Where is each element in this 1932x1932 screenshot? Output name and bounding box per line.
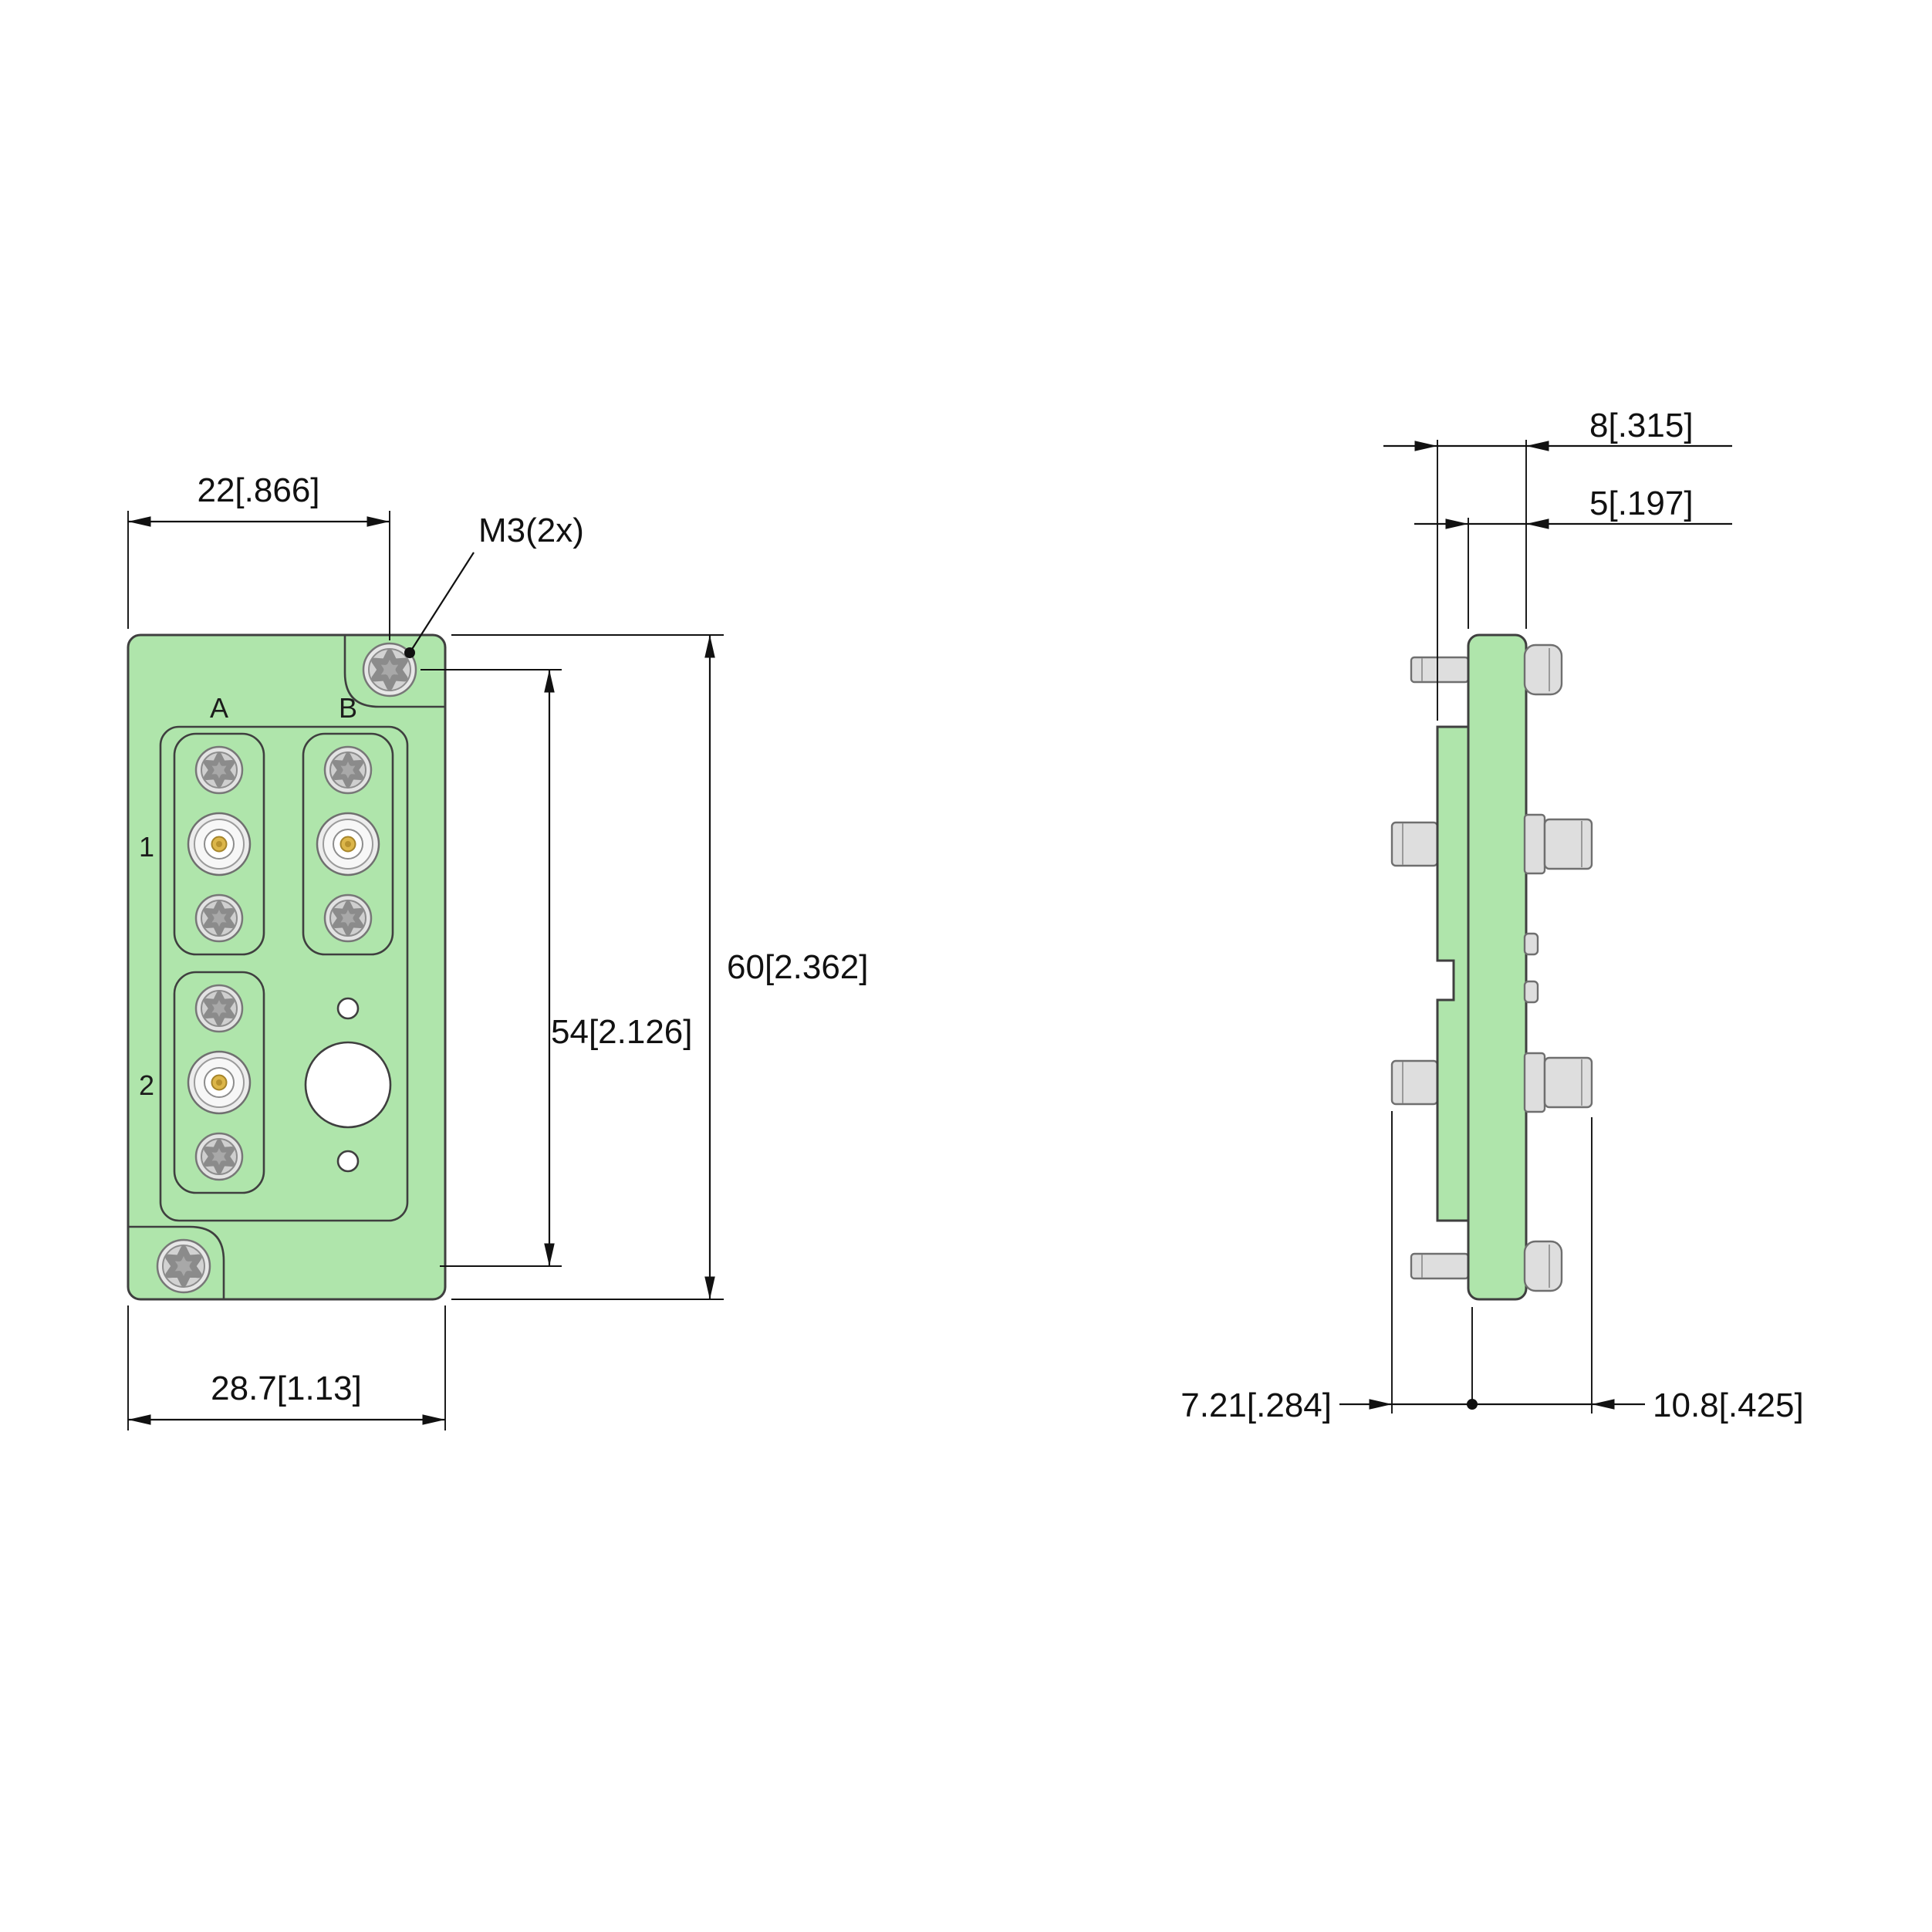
rear-connector-2	[1390, 1059, 1439, 1106]
large-hole	[304, 1041, 392, 1129]
small-hole-top	[336, 997, 360, 1020]
row-2-label: 2	[139, 1069, 154, 1101]
torx-screw-icon	[196, 895, 242, 941]
dim-depth-total: 8[.315]	[1589, 407, 1694, 444]
dim-front-protrusion: 10.8[.425]	[1653, 1387, 1804, 1424]
rear-connector-1	[1390, 821, 1439, 867]
torx-screw-icon	[325, 747, 371, 793]
connector-cell-a2	[173, 971, 265, 1194]
side-view-dimensions: 8[.315] 5[.197] 7.21[.284] 10.8[.425]	[1180, 407, 1803, 1424]
torx-screw-icon	[196, 985, 242, 1032]
front-panel-body	[127, 633, 447, 1301]
dim-width-overall: 28.7[1.13]	[211, 1370, 362, 1407]
connector-cell-b1	[302, 732, 394, 956]
connector-cell-a1	[173, 732, 265, 956]
mount-screw-bottom-icon	[157, 1240, 210, 1292]
front-nub-top	[1523, 932, 1539, 956]
screw-shaft-bottom	[1410, 1252, 1470, 1280]
dim-screw-note: M3(2x)	[478, 512, 584, 549]
torx-screw-icon	[196, 747, 242, 793]
column-b-label: B	[339, 692, 357, 724]
coax-connector-b1-icon	[316, 812, 380, 876]
coax-connector-a2-icon	[187, 1050, 252, 1115]
dim-plate-thickness: 5[.197]	[1589, 485, 1694, 522]
side-rear-block	[1436, 725, 1470, 1222]
dim-height-overall: 60[2.362]	[727, 948, 869, 986]
front-connector-plate	[159, 725, 409, 1222]
column-a-label: A	[210, 692, 228, 724]
front-connector-1-barrel	[1543, 818, 1593, 870]
front-connector-2-barrel	[1543, 1056, 1593, 1109]
front-top-screw-boss-edge	[343, 636, 444, 708]
front-bottom-screw-boss-edge	[129, 1225, 225, 1299]
screw-head-top	[1523, 643, 1563, 696]
dim-rear-protrusion: 7.21[.284]	[1180, 1387, 1332, 1424]
small-hole-bottom	[336, 1150, 360, 1173]
dim-height-screw-span: 54[2.126]	[551, 1013, 693, 1051]
front-view: A B 1 2	[127, 633, 447, 1301]
torx-screw-icon	[196, 1133, 242, 1180]
screw-shaft-top	[1410, 656, 1470, 684]
front-connector-1-base	[1523, 813, 1546, 875]
coax-connector-a1-icon	[187, 812, 252, 876]
front-view-dimensions: 22[.866] M3(2x) 60[2.362] 54[2.126] 28.7…	[127, 471, 869, 1430]
front-nub-bottom	[1523, 980, 1539, 1004]
dim-width-top: 22[.866]	[197, 471, 319, 509]
row-1-label: 1	[139, 831, 154, 863]
front-connector-2-base	[1523, 1052, 1546, 1113]
screw-head-bottom	[1523, 1240, 1563, 1292]
side-view	[1390, 633, 1593, 1301]
side-face-plate	[1467, 633, 1528, 1301]
torx-screw-icon	[325, 895, 371, 941]
leader-line	[409, 552, 475, 654]
leader-dot	[404, 647, 415, 658]
